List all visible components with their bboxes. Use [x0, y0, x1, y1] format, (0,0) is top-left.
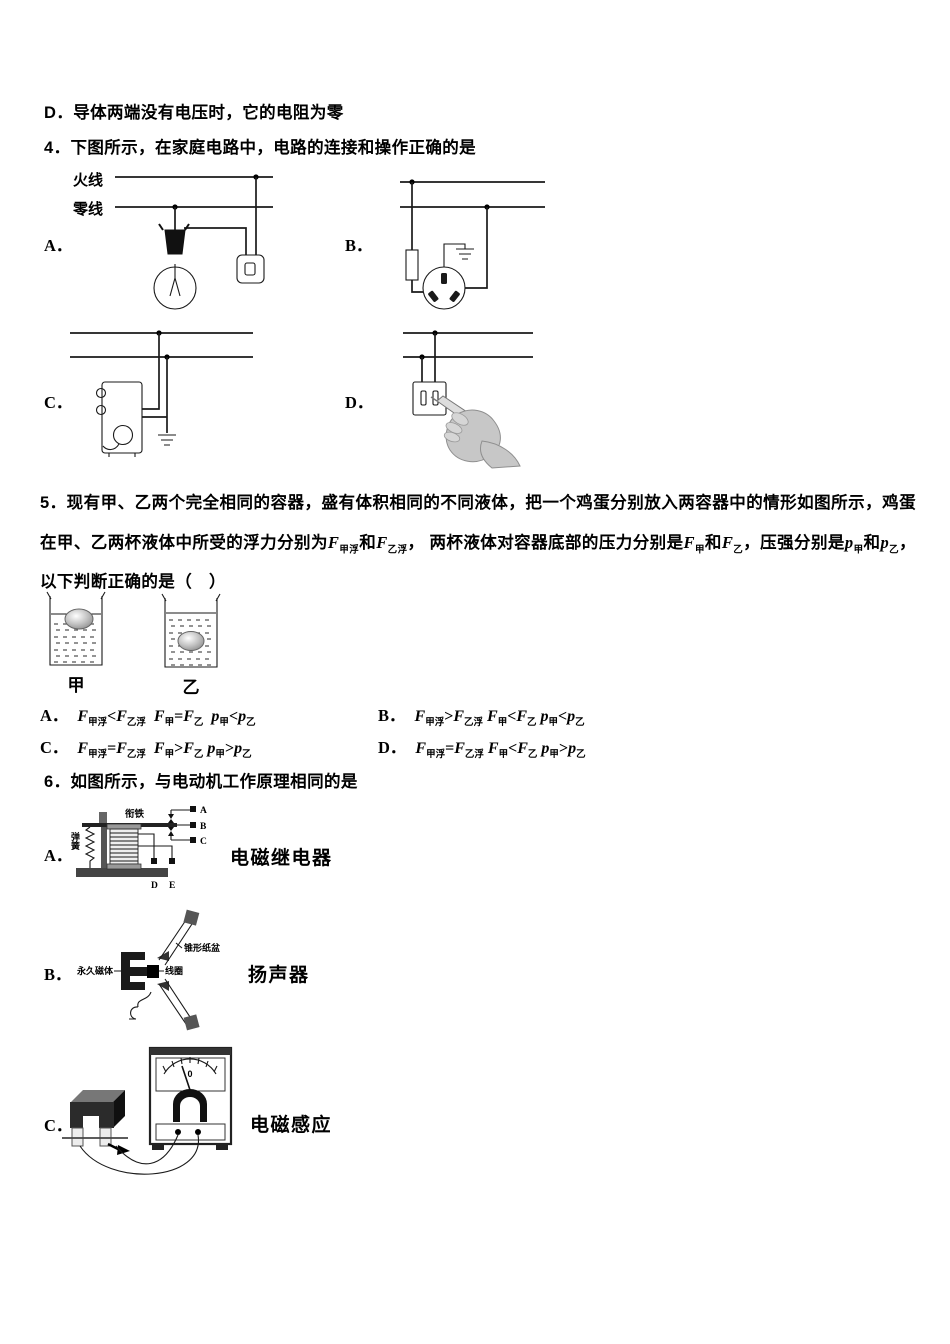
wires — [403, 330, 533, 382]
beaker-yi-label: 乙 — [183, 678, 200, 697]
q6-option-letter-b: B． — [44, 965, 72, 984]
q5-option-letter-c: C． — [40, 738, 69, 757]
q4-diagram-b — [400, 179, 545, 310]
relay-base — [76, 868, 168, 877]
beaker-yi: 乙 — [161, 593, 221, 697]
relay-armature-label: 衔铁 — [125, 808, 145, 820]
q6-caption-speaker: 扬声器 — [248, 965, 310, 986]
q5-option-a-formula: F甲浮<F乙浮 F甲=F乙 p甲<p乙 — [77, 708, 256, 729]
q6-caption-relay: 电磁继电器 — [230, 848, 333, 869]
relay-terminal-c: C — [200, 837, 207, 847]
liquid-texture — [54, 623, 98, 663]
q5-option-b-formula: F甲浮>F乙浮 F甲<F乙 p甲<p乙 — [414, 708, 585, 729]
q6-caption-induction: 电磁感应 — [250, 1115, 333, 1136]
relay-coil — [106, 823, 142, 870]
beaker-jia-label: 甲 — [68, 676, 85, 695]
galvanometer-icon: 0 — [148, 1046, 233, 1150]
q4-diagram-d — [403, 330, 533, 469]
switch-icon — [236, 254, 265, 284]
socket-icon — [422, 266, 466, 310]
q5-stem: 5．现有甲、乙两个完全相同的容器，盛有体积相同的不同液体，把一个鸡蛋分别放入两容… — [40, 494, 916, 591]
hand-icon — [443, 409, 521, 469]
relay-terminal-d: D — [151, 881, 158, 891]
relay-terminal-a: A — [200, 806, 207, 816]
relay-contacts — [138, 806, 196, 864]
wires — [400, 179, 545, 293]
q6-diagram-induction: 0 — [62, 1046, 233, 1175]
q4-option-letter-d: D． — [345, 393, 374, 412]
neutral-wire-label: 零线 — [72, 200, 103, 218]
bulb-icon — [153, 223, 197, 310]
q6-option-letter-c: C． — [44, 1116, 73, 1135]
q6-diagram-speaker: 永久磁体 线圈 锥形纸盆 — [76, 909, 221, 1031]
galvanometer-zero-label: 0 — [187, 1069, 192, 1079]
egg-icon — [177, 631, 205, 651]
speaker-magnet — [121, 952, 151, 990]
beaker-jia: 甲 — [46, 591, 106, 695]
q5-beakers-figure: 甲 乙 — [46, 591, 221, 697]
q4-option-letter-c: C． — [44, 393, 73, 412]
q6-stem: 6．如图所示，与电动机工作原理相同的是 — [44, 773, 358, 791]
q4-option-letter-b: B． — [345, 236, 373, 255]
relay-terminal-b: B — [200, 822, 207, 832]
q5-option-letter-a: A． — [40, 706, 69, 725]
horseshoe-magnet-icon — [62, 1090, 130, 1155]
washing-machine-icon — [95, 381, 143, 457]
speaker-voice-coil — [147, 965, 159, 978]
speaker-cone-label: 锥形纸盆 — [184, 942, 221, 953]
connecting-wires — [79, 1134, 199, 1175]
q4-stem: 4．下图所示，在家庭电路中，电路的连接和操作正确的是 — [44, 139, 477, 157]
relay-spring-label: 弹簧 — [70, 831, 80, 851]
q4-option-letter-a: A． — [44, 236, 73, 255]
speaker-coil-label: 线圈 — [165, 965, 183, 976]
wires — [115, 174, 273, 255]
live-wire-label: 火线 — [73, 171, 103, 189]
relay-spring — [84, 826, 96, 868]
q4-diagram-a: 火线 零线 — [72, 171, 273, 310]
ground-icon — [158, 434, 176, 446]
q6-diagram-relay: 弹簧 衔铁 A B C D E — [70, 806, 207, 891]
wires — [70, 330, 253, 433]
q4-diagram-c — [70, 330, 253, 457]
egg-icon — [64, 608, 94, 630]
q5-option-d: D． F甲浮=F乙浮 F甲<F乙 p甲>p乙 — [378, 734, 586, 761]
q3-option-d-text: D．导体两端没有电压时，它的电阻为零 — [44, 104, 344, 122]
speaker-lead-wires — [129, 991, 152, 1020]
fuse-icon — [405, 249, 419, 281]
q6-option-letter-a: A． — [44, 846, 73, 865]
q5-option-letter-b: B． — [378, 706, 406, 725]
speaker-cone — [157, 909, 200, 1031]
q5-option-d-formula: F甲浮=F乙浮 F甲<F乙 p甲>p乙 — [415, 740, 586, 761]
q5-option-a: A． F甲浮<F乙浮 F甲=F乙 p甲<p乙 — [40, 702, 256, 729]
q5-option-c: C． F甲浮=F乙浮 F甲>F乙 p甲>p乙 — [40, 734, 252, 761]
ground-icon — [443, 243, 474, 267]
relay-terminal-e: E — [169, 881, 175, 891]
q5-option-c-formula: F甲浮=F乙浮 F甲>F乙 p甲>p乙 — [77, 740, 252, 761]
q5-option-b: B． F甲浮>F乙浮 F甲<F乙 p甲<p乙 — [378, 702, 585, 729]
q5-option-letter-d: D． — [378, 738, 407, 757]
speaker-magnet-label: 永久磁体 — [76, 965, 114, 976]
